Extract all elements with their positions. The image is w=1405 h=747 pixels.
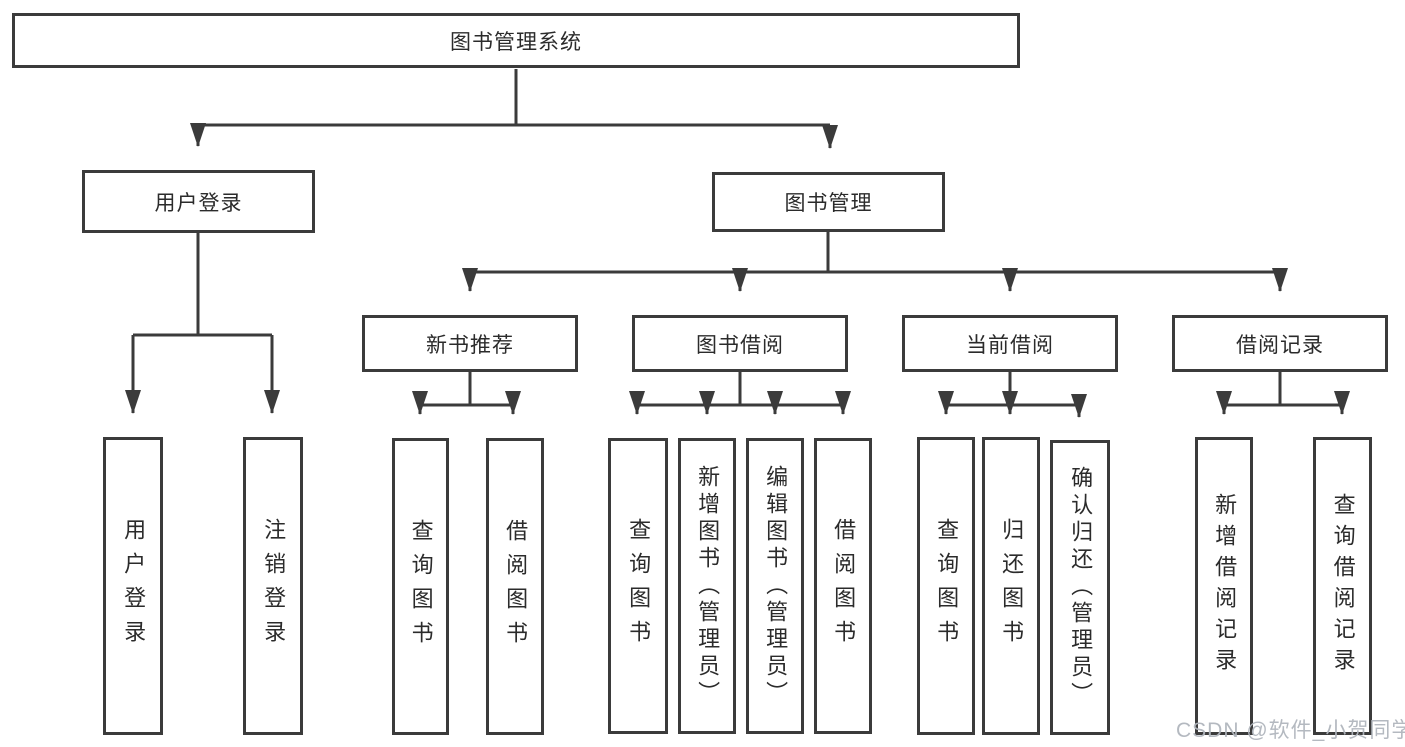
node-label: 归还图书 xyxy=(999,518,1025,654)
leaf-add-books-admin: 新增图书（管理员） xyxy=(678,438,736,734)
node-book-management: 图书管理 xyxy=(712,172,945,232)
leaf-query-books-recommend: 查询图书 xyxy=(392,438,449,735)
node-label: 查询图书 xyxy=(408,518,434,655)
node-label: 新增借阅记录 xyxy=(1212,493,1238,679)
node-label: 新书推荐 xyxy=(426,333,514,357)
node-user-login: 用户登录 xyxy=(82,170,315,233)
leaf-add-borrow-record: 新增借阅记录 xyxy=(1195,437,1253,735)
node-label: 图书借阅 xyxy=(696,333,784,357)
node-book-borrowing: 图书借阅 xyxy=(632,315,848,372)
edges-book-management xyxy=(462,232,1288,292)
leaf-query-books-borrowing: 查询图书 xyxy=(608,438,668,734)
leaf-return-books: 归还图书 xyxy=(982,437,1040,735)
edges-borrowing-records xyxy=(1216,372,1350,415)
leaf-logout: 注销登录 xyxy=(243,437,303,735)
leaf-query-borrow-record: 查询借阅记录 xyxy=(1313,437,1372,735)
edges-user-login xyxy=(125,233,280,414)
edges-root xyxy=(190,69,838,149)
leaf-confirm-return-admin: 确认归还（管理员） xyxy=(1050,440,1110,735)
node-label: 查询图书 xyxy=(626,518,652,654)
leaf-query-books-current: 查询图书 xyxy=(917,437,975,735)
edges-current-borrowing xyxy=(938,372,1087,418)
node-book-management-system: 图书管理系统 xyxy=(12,13,1020,68)
leaf-borrow-books: 借阅图书 xyxy=(814,438,872,734)
node-label: 当前借阅 xyxy=(966,333,1054,357)
node-label: 借阅图书 xyxy=(831,518,857,654)
leaf-user-login: 用户登录 xyxy=(103,437,163,735)
leaf-borrow-books-recommend: 借阅图书 xyxy=(486,438,544,735)
edges-book-borrowing xyxy=(629,372,851,415)
node-label: 用户登录 xyxy=(121,518,147,654)
watermark: CSDN @软件_小贺同学 xyxy=(1176,719,1405,742)
node-new-book-recommend: 新书推荐 xyxy=(362,315,578,372)
node-label: 图书管理系统 xyxy=(450,30,582,54)
leaf-edit-books-admin: 编辑图书（管理员） xyxy=(746,438,804,734)
node-label: 用户登录 xyxy=(154,191,243,215)
edges-new-book-recommend xyxy=(412,372,521,415)
node-label: 确认归还（管理员） xyxy=(1068,466,1094,709)
node-label: 编辑图书（管理员） xyxy=(763,464,789,708)
node-label: 图书管理 xyxy=(784,192,873,215)
node-label: 注销登录 xyxy=(261,518,287,654)
node-borrowing-records: 借阅记录 xyxy=(1172,315,1388,372)
node-label: 查询借阅记录 xyxy=(1330,493,1356,679)
node-label: 借阅图书 xyxy=(503,518,529,655)
node-label: 查询图书 xyxy=(934,518,960,654)
node-label: 借阅记录 xyxy=(1236,333,1324,357)
node-current-borrowing: 当前借阅 xyxy=(902,315,1118,372)
node-label: 新增图书（管理员） xyxy=(695,464,721,708)
